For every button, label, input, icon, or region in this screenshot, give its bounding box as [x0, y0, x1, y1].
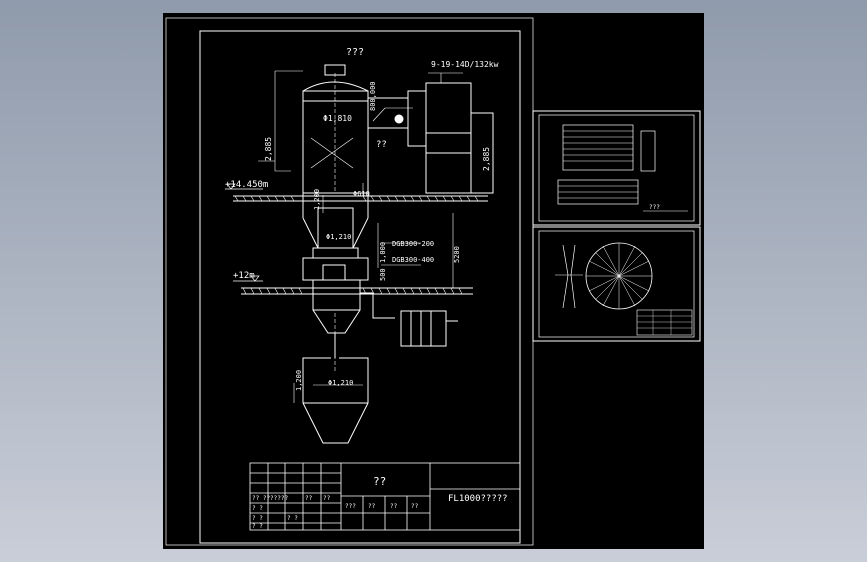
title-right-label: ??: [390, 503, 398, 510]
label-fan-model: 9-19-14D/132kw: [431, 60, 499, 69]
title-name: ??: [373, 475, 386, 488]
lower-floor: [241, 287, 473, 295]
dim-vertical-1: 2,885: [264, 137, 273, 161]
dim-5200: 5200: [453, 246, 461, 263]
dim-phi-mid: Φ1,210: [326, 233, 351, 241]
title-row-label: ??: [305, 495, 313, 502]
duct-lower: [360, 292, 458, 347]
dim-lower-phi: Φ1,210: [328, 379, 353, 387]
label-valve-2: DGB300-400: [392, 256, 434, 264]
drawing-sheet: ??? 9-19-14D/132kw Φ1,810 ?? 2,885 2,885…: [163, 13, 704, 549]
main-border: [199, 30, 521, 544]
title-right-label: ???: [345, 503, 356, 510]
title-row-label: ?? ??: [252, 495, 270, 502]
title-drawing-number: FL1000?????: [448, 494, 508, 504]
title-row-label: ?????: [270, 495, 288, 502]
outer-frame: [165, 17, 534, 546]
fan-assembly: [367, 82, 494, 194]
dim-vertical-2: 2,885: [482, 147, 491, 171]
title-row-label: ??: [323, 495, 331, 502]
dim-1000: 1,000: [379, 242, 387, 263]
title-right-label: ??: [411, 503, 419, 510]
title-col-label: ? ?: [287, 515, 298, 522]
vessel-main: [302, 64, 369, 194]
cad-drawing: ??? 9-19-14D/132kw Φ1,810 ?? 2,885 2,885…: [165, 17, 701, 546]
side-sheet-1-caption: ???: [649, 204, 660, 211]
title-col-label: ? ?: [252, 505, 263, 512]
dimension-lines: [258, 70, 463, 403]
dim-500: 500: [379, 268, 387, 281]
dim-lower-1200: 1,200: [295, 370, 303, 391]
dim-1200: 1,200: [313, 189, 321, 210]
dim-top: 800,000: [369, 81, 377, 111]
label-valve-1: DGB300-200: [392, 240, 434, 248]
label-arrow: ??: [376, 140, 387, 150]
bottom-hopper: [302, 357, 369, 444]
upper-floor: [233, 195, 488, 202]
dim-main-diameter: Φ1,810: [323, 114, 352, 123]
side-sheet-2: [532, 226, 701, 342]
elevation-lower: +12m: [233, 271, 255, 281]
dim-phi-small: Φ610: [353, 190, 370, 198]
vessel-lower: [312, 279, 361, 373]
title-col-label: ? ?: [252, 523, 263, 530]
label-top: ???: [346, 47, 364, 58]
side-sheet-1: [532, 110, 701, 226]
elevation-upper: +14.450m: [225, 180, 268, 190]
elevation-marker-upper: [225, 183, 263, 190]
title-right-label: ??: [368, 503, 376, 510]
title-block: [249, 462, 521, 531]
title-col-label: ? ?: [252, 515, 263, 522]
elevation-marker-lower: [233, 275, 263, 282]
